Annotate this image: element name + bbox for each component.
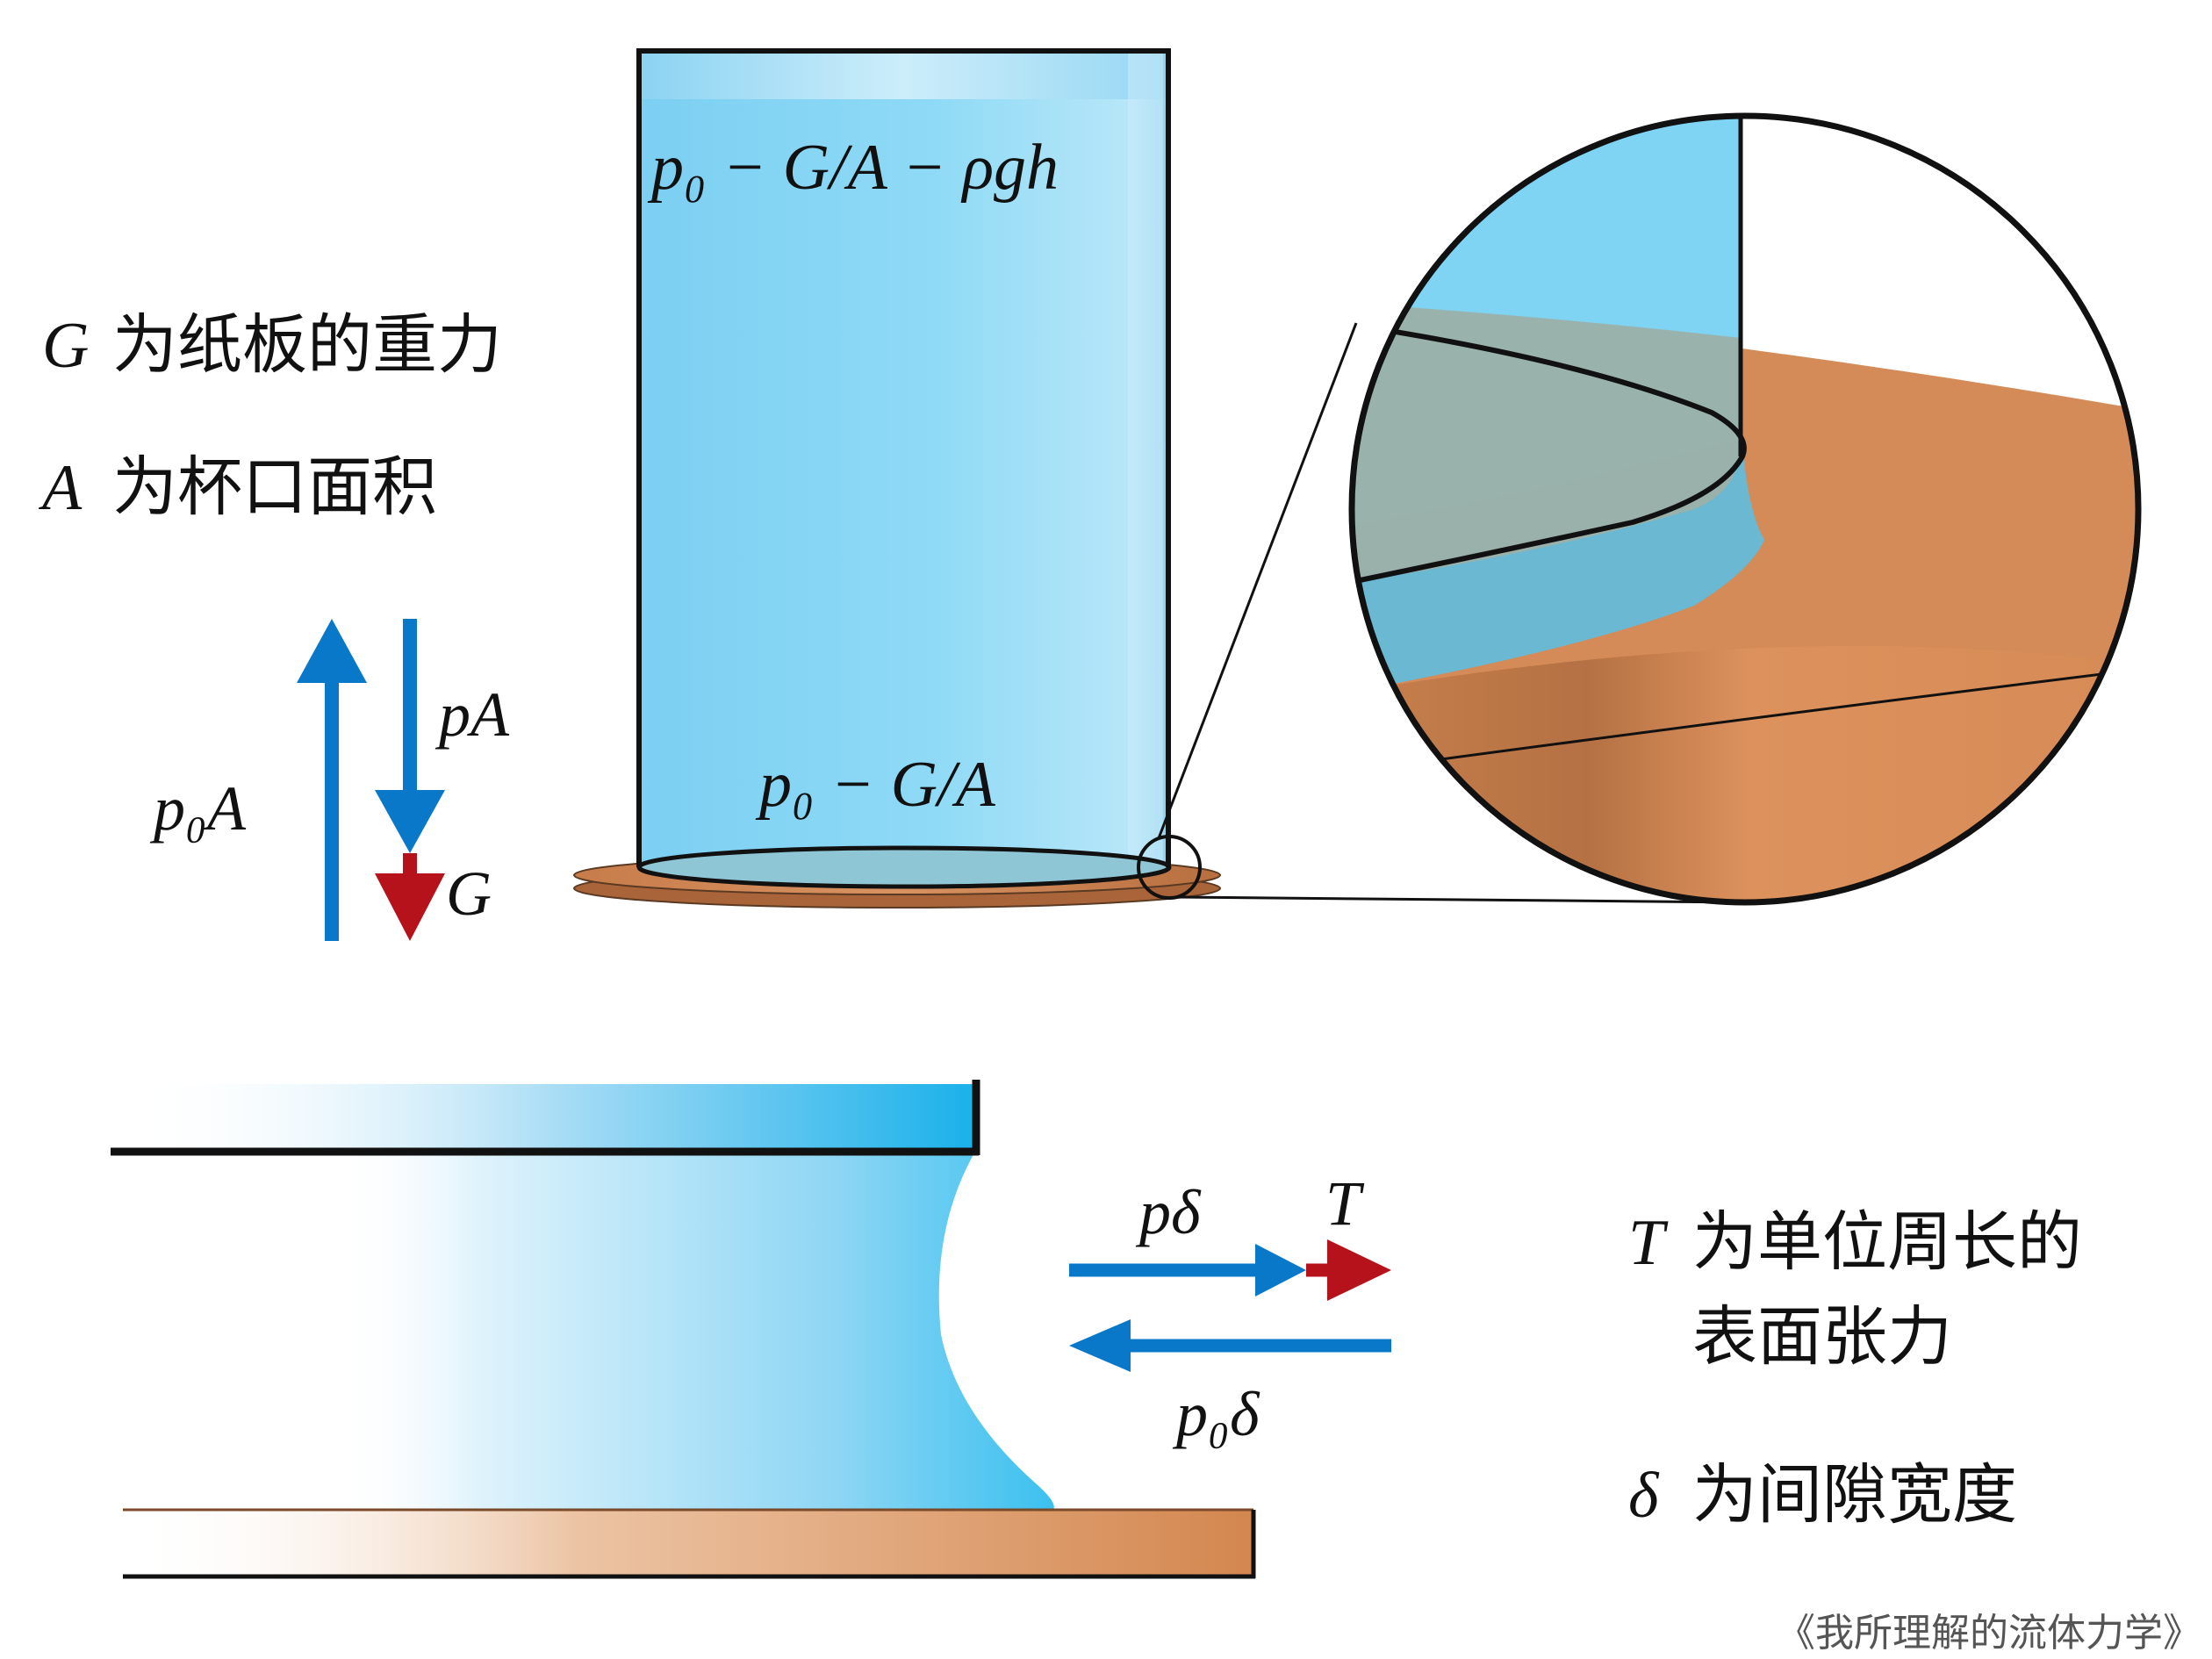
legend-t-text-line1: 为单位周长的 bbox=[1692, 1204, 2082, 1280]
legend-t-text-line2: 表面张力 bbox=[1692, 1299, 1952, 1375]
credit-text: 《我所理解的流体力学》 bbox=[1777, 1611, 2201, 1655]
legend-g-text: 为纸板的重力 bbox=[112, 307, 502, 383]
label-p0a: p₀A bbox=[149, 773, 247, 844]
gap-liquid bbox=[334, 1150, 1054, 1510]
zoom-detail bbox=[1352, 116, 2138, 902]
force-arrows-top bbox=[297, 619, 445, 941]
label-p0delta: p₀δ bbox=[1172, 1379, 1260, 1449]
label-pdelta: pδ bbox=[1135, 1177, 1202, 1247]
legend-g-symbol: G bbox=[42, 310, 89, 382]
legend-a-text: 为杯口面积 bbox=[112, 449, 437, 525]
cup-bottom-rim bbox=[636, 845, 1172, 889]
legend-t-symbol: T bbox=[1628, 1207, 1669, 1279]
svg-text:G: G bbox=[42, 310, 89, 382]
cup-illustration bbox=[573, 48, 1748, 908]
cup-top-highlight bbox=[639, 51, 1168, 99]
zoom-circle-outline bbox=[1348, 112, 2142, 906]
arrow-down-pa bbox=[375, 790, 445, 853]
legend-delta-text: 为间隙宽度 bbox=[1692, 1457, 2017, 1533]
arrow-down-g bbox=[375, 873, 445, 941]
cup-water-column bbox=[639, 51, 1168, 867]
magnifier-small-circle bbox=[1137, 835, 1202, 900]
arrow-right-t bbox=[1327, 1239, 1391, 1301]
gap-top-wall-strip bbox=[132, 1084, 976, 1150]
gap-detail bbox=[111, 1080, 1256, 1579]
gap-bottom-plate bbox=[123, 1510, 1253, 1576]
arrow-right-pdelta bbox=[1255, 1244, 1306, 1296]
cup-bottom-pressure-label: p₀ − G/A bbox=[755, 749, 996, 821]
svg-text:A: A bbox=[38, 452, 83, 524]
arrow-left-p0delta bbox=[1069, 1319, 1131, 1372]
cup-top-pressure-label: p₀ − G/A − ρgh bbox=[647, 132, 1059, 204]
label-g: G bbox=[446, 858, 492, 929]
legend-delta-symbol: δ bbox=[1628, 1460, 1660, 1532]
force-arrows-bottom bbox=[1069, 1239, 1391, 1372]
arrow-up-p0a bbox=[297, 619, 367, 683]
label-t: T bbox=[1325, 1168, 1365, 1239]
legend-a-symbol: A bbox=[38, 452, 83, 524]
label-pa: pA bbox=[434, 679, 510, 750]
